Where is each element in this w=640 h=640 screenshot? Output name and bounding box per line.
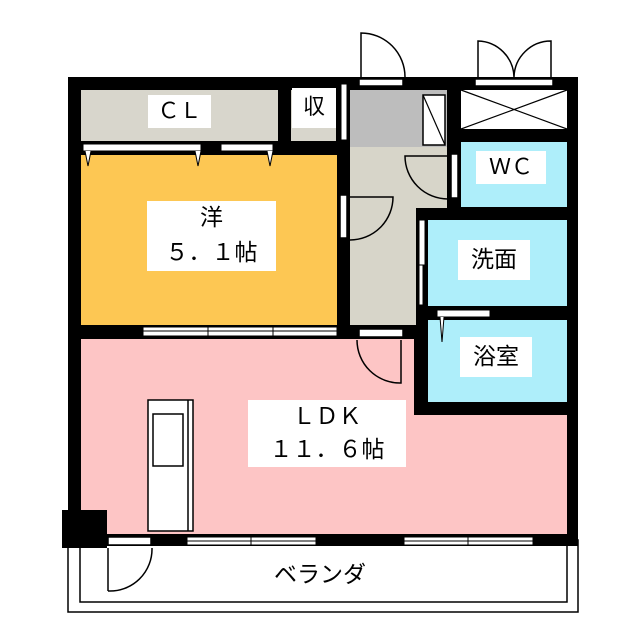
window-ldk-right [403, 536, 534, 546]
balcony-label: ベランダ [274, 562, 366, 588]
double-door-top[interactable] [474, 40, 554, 87]
kitchen-counter [147, 399, 194, 532]
wc-label: ＷＣ [488, 155, 533, 180]
bathroom-label: 浴室 [473, 344, 519, 370]
hall-corridor [350, 147, 416, 325]
window-western [142, 326, 338, 337]
washroom-label: 洗面 [471, 247, 517, 273]
western-room-size: ５．１帖 [165, 240, 258, 266]
western-room-name: 洋 [200, 205, 223, 231]
wc-door[interactable] [404, 153, 459, 200]
entrance-door[interactable] [358, 32, 406, 87]
storage-door[interactable] [340, 83, 348, 141]
label-plates [147, 88, 546, 467]
window-ldk-left [186, 536, 317, 546]
balcony-inner [79, 544, 568, 603]
pillar [62, 510, 107, 548]
ldk-size: １１．６帖 [269, 437, 385, 463]
western-room-door[interactable] [339, 194, 394, 241]
storage-label: 収 [302, 95, 325, 120]
bathroom-door[interactable] [436, 309, 491, 343]
closet-label: ＣＬ [157, 99, 202, 124]
balcony-door[interactable] [107, 536, 153, 592]
ldk-door[interactable] [356, 328, 404, 384]
washroom-door[interactable] [418, 219, 426, 306]
ldk-name: ＬＤＫ [292, 404, 362, 430]
